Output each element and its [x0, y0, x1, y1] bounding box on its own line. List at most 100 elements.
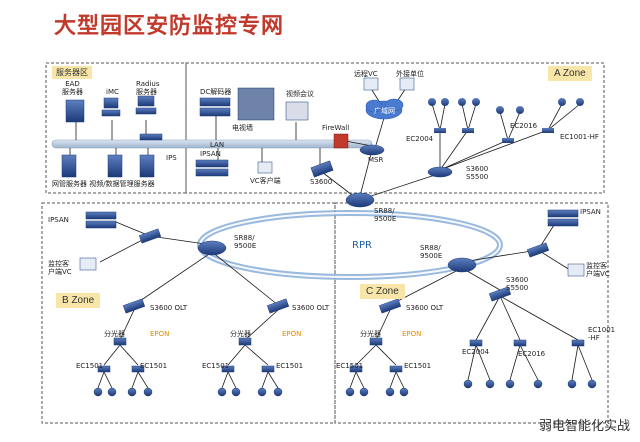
- label-ec2016-a: EC2016: [510, 122, 538, 130]
- label-splitter-b2: 分光器: [230, 330, 251, 338]
- nms-server-icon: [61, 154, 77, 178]
- ec1501-icon: [389, 365, 403, 373]
- label-ead: EAD 服务器: [62, 80, 83, 96]
- server-icons: [61, 95, 163, 178]
- camera-icon: [576, 98, 584, 106]
- switch-b-icon: [138, 228, 162, 244]
- camera-icon: [485, 379, 495, 389]
- label-imc: iMC: [106, 88, 119, 96]
- label-tv-wall: 电视墙: [232, 124, 253, 132]
- encoder-icon: [462, 128, 474, 133]
- label-ec1001-a: EC1001-HF: [560, 133, 599, 141]
- camera-icon: [458, 98, 466, 106]
- msr-router-icon: [359, 144, 385, 156]
- remote-vc-icon: [363, 77, 379, 91]
- a-zone-cameras: [428, 98, 584, 143]
- wan-cloud-icon: [365, 98, 404, 120]
- label-ec1501-b4: EC1501: [276, 362, 304, 370]
- ipsan-top-icon: [195, 159, 229, 168]
- camera-icon: [385, 387, 395, 397]
- ring-label: RPR: [352, 240, 372, 251]
- ec1501-icon: [349, 365, 363, 373]
- label-sr88-c: SR88/ 9500E: [420, 244, 443, 260]
- label-dc-decoder: DC解码器: [200, 88, 232, 96]
- label-ipsan-b: IPSAN: [48, 216, 69, 224]
- dc-decoder-icon: [199, 97, 231, 107]
- ec1501-icon: [261, 365, 275, 373]
- ead-server-icon: [65, 99, 85, 123]
- olt-b1-icon: [122, 298, 146, 314]
- label-s3600olt-b1: S3600 OLT: [150, 304, 188, 312]
- label-splitter-c: 分光器: [360, 330, 381, 338]
- encoder-icon: [469, 339, 483, 347]
- camera-icon: [399, 387, 409, 397]
- label-s3600olt-c: S3600 OLT: [406, 304, 444, 312]
- ec1501-icon: [131, 365, 145, 373]
- ec1501-icon: [97, 365, 111, 373]
- camera-icon: [273, 387, 283, 397]
- b-zone-devices: [79, 211, 290, 397]
- s3600-c-icon: [488, 286, 512, 302]
- page-title: 大型园区安防监控专网: [54, 14, 285, 39]
- camera-icon: [107, 387, 117, 397]
- camera-icon: [143, 387, 153, 397]
- label-ec2016-c: EC2016: [518, 350, 546, 358]
- camera-icon: [428, 98, 436, 106]
- ec1501-icon: [221, 365, 235, 373]
- label-sr88-top: SR88/ 9500E: [374, 207, 397, 223]
- label-servers-bottom: 网管服务器 视频/数据管理服务器: [52, 180, 155, 188]
- encoder-icon: [513, 339, 527, 347]
- label-ipsan-top: IPSAN: [200, 150, 221, 158]
- label-msr: MSR: [368, 156, 384, 164]
- encoder-icon: [502, 138, 514, 143]
- vc-client-icon: [257, 161, 273, 174]
- label-ec1501-c2: EC1501: [404, 362, 432, 370]
- label-splitter-b1: 分光器: [104, 330, 125, 338]
- encoder-icon: [542, 128, 554, 133]
- zone-label-b: B Zone: [56, 293, 101, 308]
- label-ec1001-c: EC1001 -HF: [588, 326, 616, 342]
- splitter-b2-icon: [238, 337, 252, 346]
- label-sr88-b: SR88/ 9500E: [234, 234, 257, 250]
- monitor-vc-b-icon: [79, 257, 97, 271]
- top-zone-box: [185, 62, 605, 194]
- encoder-icon: [571, 339, 585, 347]
- firewall-icon: [333, 133, 349, 149]
- video-server-icon: [107, 154, 123, 178]
- splitter-c-icon: [369, 337, 383, 346]
- label-lan: LAN: [210, 141, 225, 149]
- b-zone-box: [41, 202, 336, 424]
- camera-icon: [257, 387, 267, 397]
- label-video-conf: 视频会议: [286, 90, 314, 98]
- camera-icon: [533, 379, 543, 389]
- label-firewall: FireWall: [322, 124, 350, 132]
- imc-workstation-icon: [103, 97, 119, 109]
- external-unit-icon: [399, 77, 415, 91]
- monitor-vc-c-icon: [567, 263, 585, 277]
- sr88-top-icon: [345, 192, 375, 208]
- radius-server-icon: [137, 95, 155, 107]
- camera-icon: [231, 387, 241, 397]
- label-epon-c: EPON: [402, 330, 422, 338]
- camera-icon: [567, 379, 577, 389]
- label-s3600-core: S3600: [310, 178, 333, 186]
- label-ips: IPS: [166, 154, 177, 162]
- camera-icon: [516, 106, 524, 114]
- label-epon-b2: EPON: [282, 330, 302, 338]
- label-s3600-c: S3600 S5500: [506, 276, 529, 292]
- camera-icon: [345, 387, 355, 397]
- s3600-a-icon: [427, 166, 453, 178]
- label-ec1501-b2: EC1501: [140, 362, 168, 370]
- camera-icon: [496, 106, 504, 114]
- ips-device-icon: [139, 133, 163, 141]
- label-monitor-vc-b: 监控客 户端VC: [48, 260, 72, 276]
- video-conf-icon: [285, 101, 309, 121]
- watermark: 弱电智能化实战: [538, 419, 630, 434]
- c-zone-devices: [345, 209, 597, 397]
- label-s3600-a: S3600 S5500: [466, 165, 489, 181]
- tv-wall-icon: [237, 87, 275, 121]
- switch-c-icon: [526, 242, 550, 258]
- label-ec1501-c1: EC1501: [336, 362, 364, 370]
- label-epon-b1: EPON: [150, 330, 170, 338]
